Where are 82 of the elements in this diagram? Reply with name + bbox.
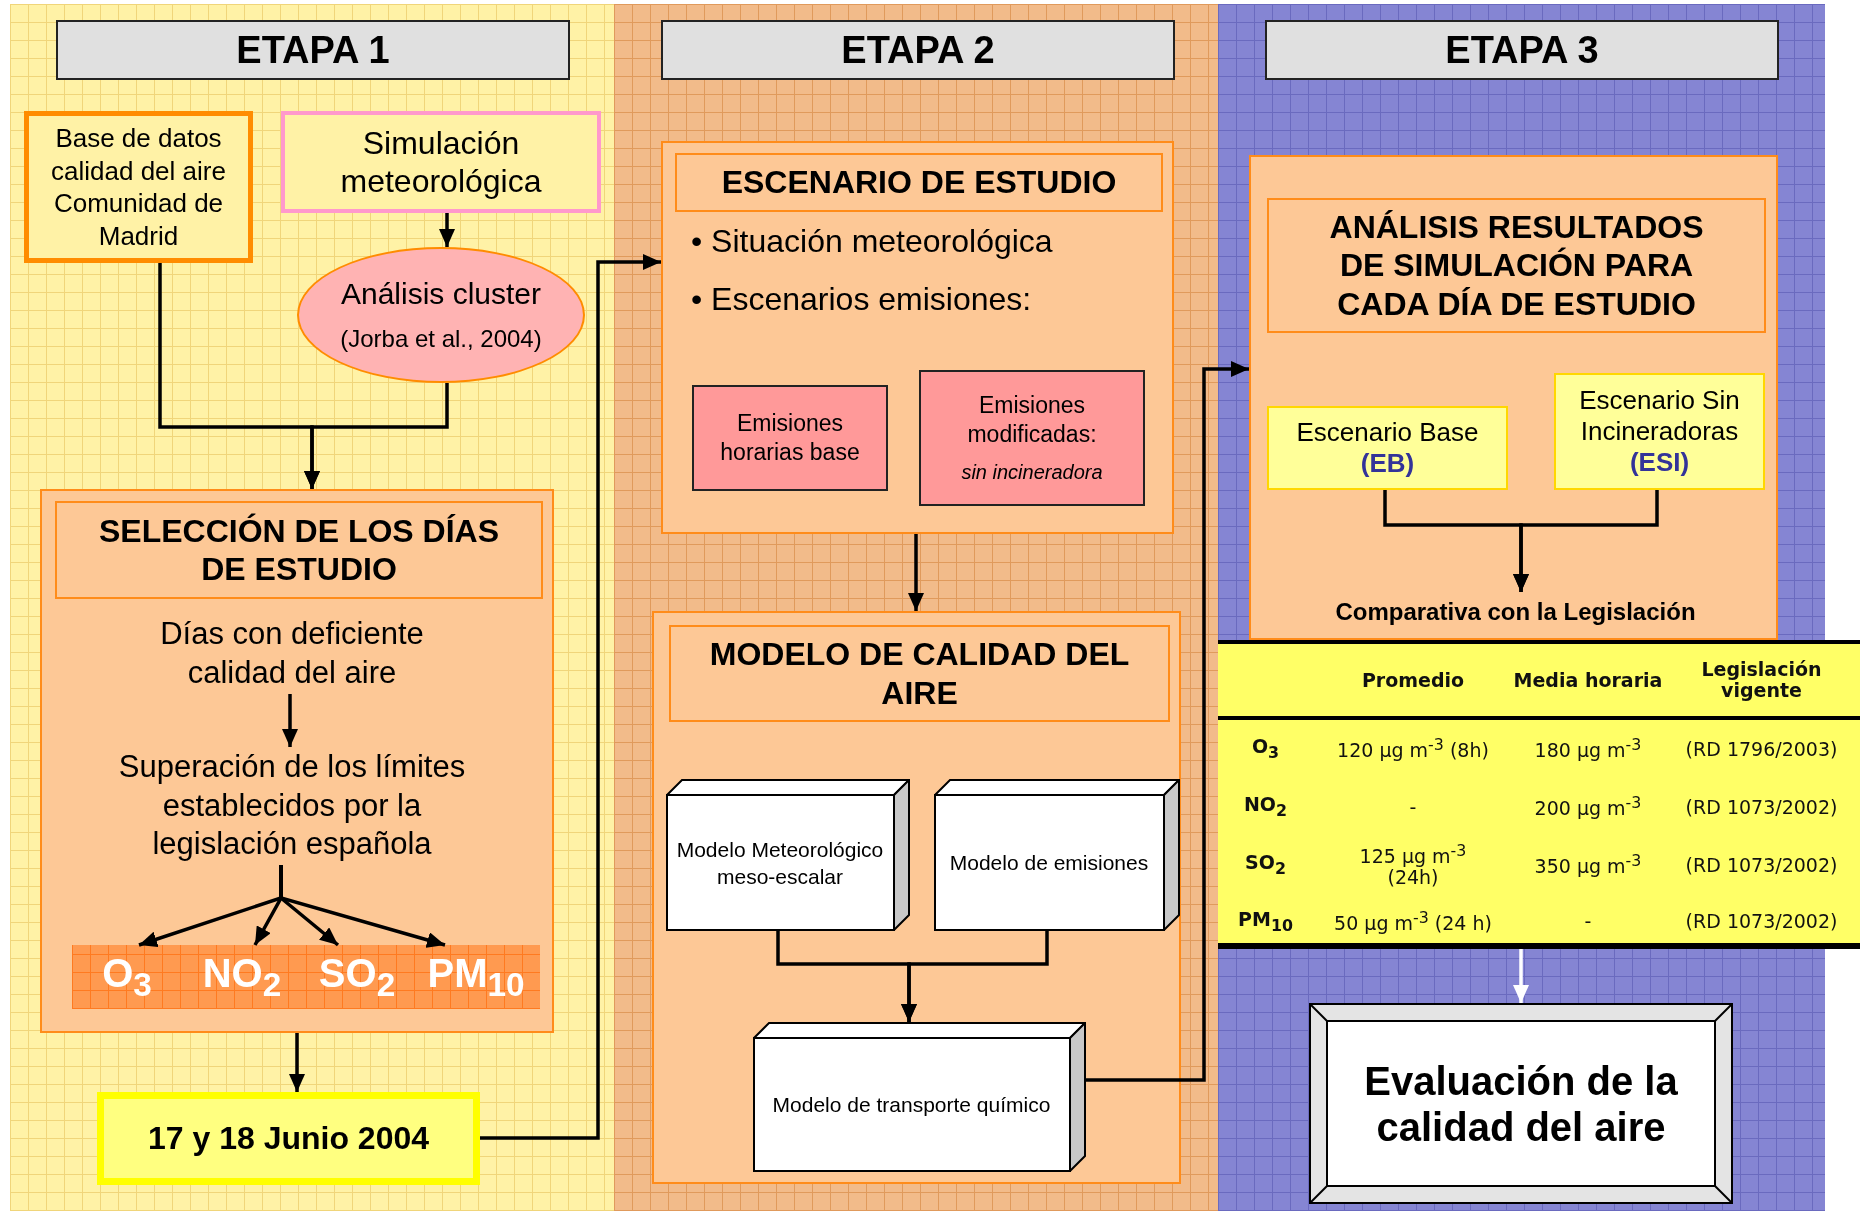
- scenario-box: [1267, 406, 1508, 490]
- box-label: Simulación meteorológica: [339, 123, 543, 201]
- regulation-reference: (RD 1073/2002): [1684, 852, 1839, 878]
- regulation-reference: (RD 1796/2003): [1684, 736, 1839, 762]
- emission-box: [692, 385, 888, 491]
- limit-value: 200 µg m$^{-3}$: [1533, 792, 1643, 822]
- heading-box: [1267, 198, 1766, 333]
- box-label: Escenario Sin Incineradoras: [1578, 384, 1741, 448]
- stage-panel: [40, 489, 554, 1033]
- arrow: [1086, 361, 1249, 1082]
- box-label: ANÁLISIS RESULTADOS DE SIMULACIÓN PARA CADA DÍA DE ESTUDIO: [1328, 207, 1705, 324]
- box-label: MODELO DE CALIDAD DEL AIRE: [708, 635, 1131, 712]
- bullet-item: • Situación meteorológica: [691, 223, 1053, 260]
- result-box: [97, 1092, 480, 1185]
- row-header: PM$_{10}$: [1237, 906, 1294, 937]
- row-header: SO$_{2}$: [1244, 850, 1287, 881]
- box-label: Modelo de transporte químico: [772, 1092, 1051, 1119]
- stage-header: [56, 20, 570, 80]
- arrow: [439, 213, 455, 247]
- arrow: [304, 383, 449, 489]
- criterion-text: Días con deficiente calidad del aire: [112, 614, 472, 694]
- box-label: sin incineradora: [961, 460, 1103, 486]
- pollutant-name: NO$_{2}$: [182, 945, 302, 1009]
- heading-box: [675, 153, 1163, 212]
- limit-value: 50 µg m$^{-3}$ (24 h): [1333, 906, 1493, 937]
- regulation-reference: (RD 1073/2002): [1684, 909, 1839, 935]
- model-panel: [652, 611, 1181, 1184]
- scenario-box: [1554, 373, 1765, 490]
- arrow: [480, 254, 661, 1140]
- arrow: [1513, 949, 1529, 1003]
- stage-title: ETAPA 2: [841, 28, 995, 72]
- column-header: Legislación vigente: [1700, 657, 1823, 703]
- limit-value: -: [1583, 909, 1593, 935]
- arrow: [1513, 490, 1659, 592]
- column-header: Media horaria: [1513, 667, 1663, 693]
- box-label: Análisis cluster: [340, 277, 542, 311]
- row-header: NO$_{2}$: [1242, 792, 1289, 823]
- row-header: O$_{3}$: [1250, 734, 1281, 765]
- regulation-reference: (RD 1073/2002): [1684, 794, 1839, 820]
- box-label: Modelo Meteorológico meso-escalar: [675, 836, 885, 890]
- bullet-item: • Escenarios emisiones:: [691, 281, 1032, 318]
- arrow: [901, 931, 1049, 1022]
- box-label: Emisiones horarias base: [719, 409, 861, 467]
- stage-header: [661, 20, 1175, 80]
- comparison-table: [1218, 640, 1860, 949]
- criterion-text: Superación de los límites establecidos por la legislación española: [102, 747, 482, 865]
- heading-box: [669, 625, 1170, 722]
- limit-value: 120 µg m$^{-3}$ (8h): [1336, 734, 1490, 764]
- box-label: Modelo de emisiones: [949, 850, 1149, 877]
- limit-value: 350 µg m$^{-3}$: [1533, 850, 1643, 880]
- box-label: (EB): [1360, 448, 1415, 480]
- arrow: [282, 694, 298, 747]
- stage-header: [1265, 20, 1779, 80]
- limit-value: -: [1408, 794, 1418, 820]
- box-label: (Jorba et al., 2004): [340, 325, 542, 353]
- limit-value: 125 µg m$^{-3}$ (24h): [1358, 839, 1468, 891]
- pollutant-bar: [72, 945, 540, 1009]
- column-header: Promedio: [1360, 667, 1466, 693]
- box-label: (ESI): [1629, 447, 1690, 479]
- pollutant-name: O$_{3}$: [82, 945, 172, 1009]
- limit-value: 180 µg m$^{-3}$: [1533, 734, 1643, 764]
- pollutant-name: PM$_{10}$: [417, 945, 535, 1009]
- box-label: Evaluación de la calidad del aire: [1363, 1057, 1679, 1150]
- box-label: 17 y 18 Junio 2004: [147, 1120, 430, 1157]
- data-source-box: [24, 111, 253, 263]
- emission-box: [919, 370, 1145, 506]
- arrow: [289, 1033, 305, 1092]
- process-box: [281, 111, 601, 213]
- comparison-text: Comparativa con la Legislación: [1281, 592, 1750, 632]
- arrow: [279, 865, 446, 948]
- stage-title: ETAPA 3: [1445, 28, 1599, 72]
- box-label: SELECCIÓN DE LOS DÍAS DE ESTUDIO: [97, 511, 500, 589]
- heading-box: [55, 501, 543, 599]
- box-label: ESCENARIO DE ESTUDIO: [721, 163, 1117, 202]
- pollutant-name: SO$_{2}$: [302, 945, 412, 1009]
- arrow: [908, 534, 924, 611]
- box-label: Escenario Base: [1296, 416, 1479, 448]
- analysis-panel: [1249, 155, 1778, 640]
- box-label: Emisiones modificadas:: [966, 390, 1098, 449]
- box-label: Base de datos calidad del aire Comunidad de Madrid: [50, 122, 227, 252]
- scenario-panel: [661, 141, 1174, 534]
- stage-title: ETAPA 1: [236, 28, 390, 72]
